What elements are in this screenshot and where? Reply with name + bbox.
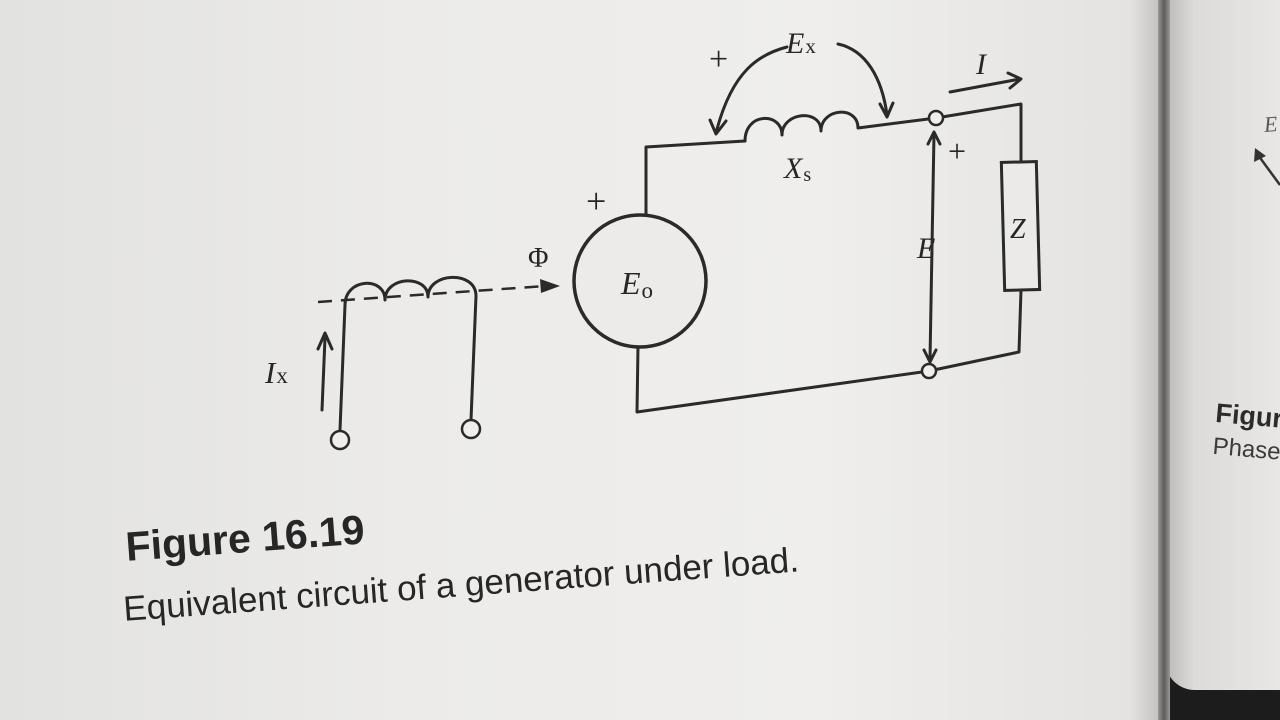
field-terminal-right — [460, 418, 482, 440]
flux-label: Φ — [528, 243, 548, 274]
xs-label: Xs — [783, 152, 811, 186]
next-page-arrow — [1256, 154, 1280, 186]
next-book-page — [1165, 0, 1280, 690]
terminal-bottom — [920, 362, 938, 380]
book-gutter — [1158, 0, 1170, 720]
z-label: Z — [1010, 214, 1026, 245]
terminal-top — [927, 109, 945, 127]
next-page-figure-label: Figur — [1214, 398, 1280, 434]
next-page-caption-fragment: Phase — [1211, 432, 1280, 466]
load-impedance-box — [999, 160, 1042, 292]
ex-plus-sign: + — [709, 41, 728, 78]
e0-label: Eo — [620, 265, 653, 303]
ex-arc-arrow — [714, 45, 789, 135]
reactance-coil — [743, 110, 938, 143]
field-terminal-left — [329, 429, 351, 451]
ix-label: Ix — [264, 355, 288, 390]
wire-load-bottom — [927, 288, 1023, 373]
e0-plus-sign: + — [586, 181, 606, 221]
flux-path-dashed — [317, 284, 546, 304]
ex-label: Ex — [785, 27, 816, 60]
wire-top-right — [934, 102, 1023, 164]
terminal-voltage-arrow — [928, 132, 936, 362]
field-coil — [338, 275, 478, 432]
field-current-arrow — [320, 336, 327, 412]
terminal-plus-sign: + — [948, 133, 966, 169]
wire-bottom — [635, 344, 931, 414]
book-page — [0, 0, 1165, 720]
next-page-e-label: E — [1263, 111, 1279, 137]
current-label: I — [975, 48, 988, 81]
current-arrow — [948, 77, 1022, 94]
generator-source-circle — [572, 213, 708, 349]
e-label: E — [916, 232, 935, 265]
